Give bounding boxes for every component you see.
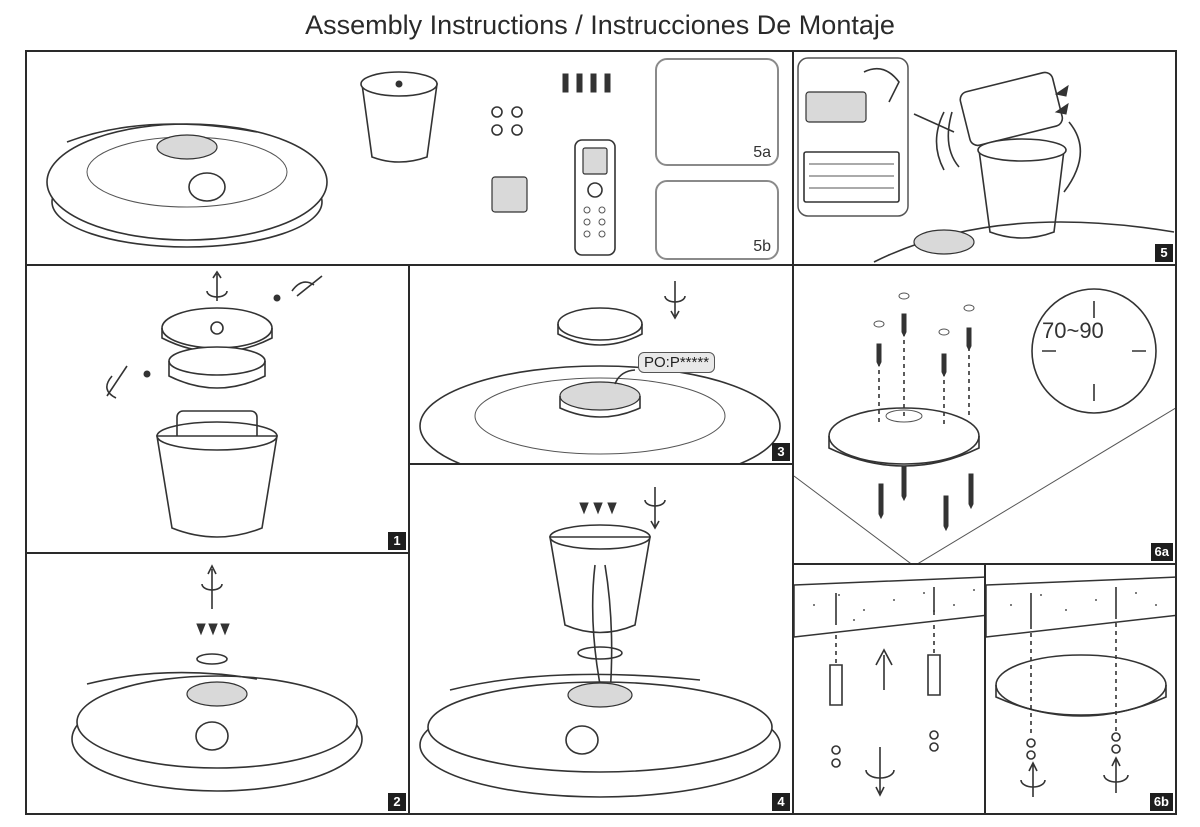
step-5-illustration — [797, 57, 1175, 263]
small-screws — [562, 73, 611, 93]
step-4-illustration — [419, 487, 781, 798]
step-4-panel: 4 — [408, 463, 794, 815]
step-3-illustration — [419, 281, 781, 463]
parts-box-5a-label: 5a — [753, 144, 771, 161]
step-1-panel: 1 — [25, 264, 410, 554]
step-1-illustration — [106, 270, 323, 538]
step-3-badge: 3 — [772, 443, 790, 461]
step-2-panel: 2 — [25, 552, 410, 815]
step-5-panel: 5 — [792, 50, 1177, 266]
step-6a-badge: 6a — [1150, 543, 1173, 561]
step-3-panel: PO:P***** 3 — [408, 264, 794, 465]
step-6b-panel: 6b — [984, 563, 1177, 815]
parts-panel: 5a 5b — [25, 50, 794, 266]
parts-box-5b-label: 5b — [753, 238, 771, 255]
step-6b-illustration — [986, 576, 1175, 797]
step-5-badge: 5 — [1155, 244, 1173, 262]
po-label: PO:P***** — [638, 352, 716, 373]
step-1-badge: 1 — [388, 532, 406, 550]
step-6b-badge: 6b — [1149, 793, 1173, 811]
step-4-badge: 4 — [772, 793, 790, 811]
step-2-badge: 2 — [388, 793, 406, 811]
step-6-anchors-panel — [792, 563, 986, 815]
step-6-anchors-illustration — [794, 576, 984, 797]
page-title: Assembly Instructions / Instrucciones De… — [305, 10, 895, 40]
dimension-label: 70~90 — [1042, 318, 1104, 343]
step-6a-panel: 70~90 6a — [792, 264, 1177, 565]
step-6a-illustration — [794, 288, 1175, 563]
parts-box-5b: 5b — [655, 180, 779, 260]
step-2-illustration — [71, 564, 363, 792]
parts-box-5a: 5a — [655, 58, 779, 166]
